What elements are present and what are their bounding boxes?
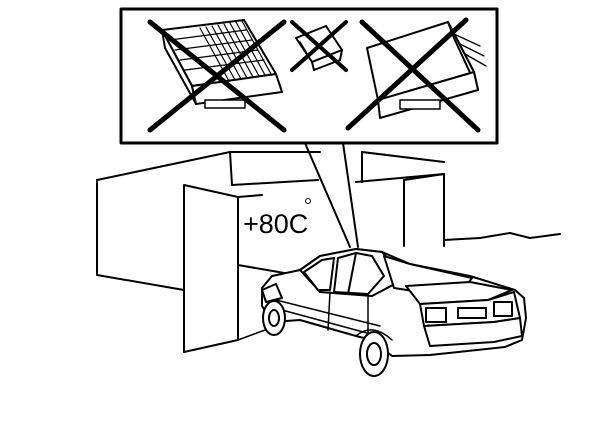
module-right-fins: [453, 33, 487, 67]
car-window-front: [303, 257, 335, 291]
callout-pointer-left: [304, 142, 351, 248]
callout-pointer-right: [342, 142, 359, 248]
car-license-plate: [457, 307, 487, 319]
booth-roof: [96, 151, 321, 181]
x-cross-icon: [147, 19, 287, 133]
ground-line: [443, 232, 561, 241]
temperature-label: +80C: [243, 209, 309, 239]
sedan-icon: [261, 248, 527, 377]
car-tail-light-right: [493, 301, 513, 317]
module-mid-front: [311, 49, 343, 71]
booth-door-left: [183, 184, 239, 353]
paint-booth-icon: [96, 151, 561, 353]
car-headlight: [261, 283, 283, 303]
car-tail-light-left: [425, 307, 447, 323]
car-rear-bumper: [423, 317, 523, 347]
degree-icon: [305, 198, 311, 204]
x-cross-icon: [345, 17, 481, 133]
module-right-connector: [399, 99, 441, 110]
module-left-connector: [204, 99, 246, 109]
x-cross-icon: [290, 20, 348, 72]
booth-left-wall: [96, 179, 185, 291]
booth-roof-right: [361, 151, 445, 163]
booth-right-wall: [403, 173, 445, 247]
car-trunk: [405, 281, 513, 305]
